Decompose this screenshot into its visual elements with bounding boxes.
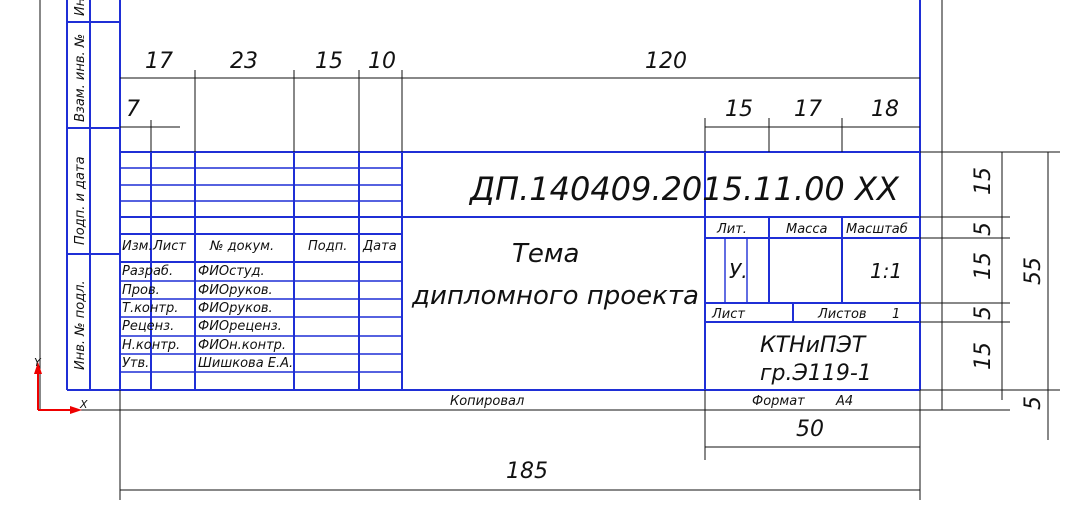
header-date: Дата [362,239,397,254]
sheets-value: 1 [892,307,900,322]
dim-5-row2: 5 [971,306,996,320]
side-strip: Инв. № подл. Подп. и дата Взам. инв. № И… [66,0,120,390]
scale-label: Масштаб [846,222,908,237]
revision-grid [120,152,403,390]
dim-185: 185 [506,459,548,484]
role-name: ФИОстуд. [198,264,265,279]
side-label-sign-date: Подп. и дата [73,156,88,245]
role-name: Шишкова Е.А. [198,356,293,371]
dim-15-row3: 15 [971,342,996,370]
copied-label: Копировал [450,394,524,409]
lit-label: Лит. [716,222,747,237]
header-izm: Изм. [122,239,153,254]
right-dimension-lines [920,151,1060,440]
top-dimension-lines [120,70,920,152]
side-label-vzam-inv: Взам. инв. № [73,34,88,122]
format-label: Формат [752,394,805,409]
role-name: ФИОруков. [198,283,273,298]
header-docnum: № докум. [209,239,274,254]
sheets-label: Листов [817,307,867,322]
coordinate-axes-icon: Y X [34,356,88,414]
document-designation: ДП.140409.2015.11.00 ХХ [468,170,900,208]
roles-list: Разраб. ФИОстуд. Пров. ФИОруков. Т.контр… [122,264,293,371]
role-label: Разраб. [122,264,173,279]
scale-value: 1:1 [870,259,902,283]
role-label: Реценз. [122,319,174,334]
format-value: А4 [835,394,853,409]
dim-18: 18 [871,97,899,122]
axis-x-label: X [79,398,88,411]
role-name: ФИОреценз. [198,319,282,334]
header-list: Лист [152,239,186,254]
lit-value: У. [729,259,748,283]
dim-17-top: 17 [145,49,173,74]
dim-120: 120 [645,49,687,74]
dim-15-right: 15 [725,97,753,122]
role-name: ФИОн.контр. [198,338,286,353]
dim-23: 23 [230,49,258,74]
dim-50: 50 [796,417,824,442]
main-grid [402,152,920,390]
header-sign: Подп. [308,239,347,254]
topic-line-1: Тема [512,239,579,269]
side-label-inv-orig: Инв. № подл. [73,280,88,370]
role-label: Н.контр. [122,338,180,353]
dim-17-right: 17 [794,97,822,122]
role-name: ФИОруков. [198,301,273,316]
dim-7: 7 [126,97,140,122]
dim-10: 10 [368,49,396,74]
organization-line-1: КТНиПЭТ [760,333,867,358]
dim-15-row2: 15 [971,252,996,280]
dim-15-top: 15 [315,49,343,74]
axis-y-label: Y [34,356,42,369]
dim-55: 55 [1021,257,1046,285]
dim-15-row1: 15 [971,167,996,195]
side-label-inv-dubl: Инв. [73,0,88,16]
role-label: Т.контр. [122,301,178,316]
sheet-label: Лист [711,307,745,322]
topic-line-2: дипломного проекта [411,281,699,311]
mass-label: Масса [786,222,827,237]
bottom-dimension-lines [119,390,921,500]
dim-5-row1: 5 [971,222,996,236]
organization-line-2: гр.Э119-1 [760,361,872,386]
dim-5-bottom: 5 [1021,396,1046,410]
role-label: Утв. [122,356,149,371]
role-label: Пров. [122,283,160,298]
